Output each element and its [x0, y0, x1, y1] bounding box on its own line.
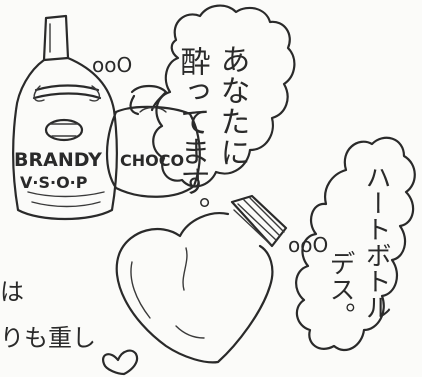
choco-label-text: CHOCO [120, 151, 184, 170]
bubble-left-line1: あなたに [215, 44, 250, 168]
brandy-grade-text: V·S·O·P [20, 173, 88, 192]
brandy-label-text: BRANDY [14, 149, 102, 171]
thought-bubble-right [295, 136, 416, 352]
heart-bottle [115, 194, 288, 364]
small-heart-doodle [102, 349, 139, 376]
thought-dots-left: ooO [92, 53, 132, 77]
bubble-right-line1: ハートボトル [361, 164, 391, 320]
thought-dots-right: ooO [288, 233, 328, 257]
margin-note-line2: りも重し [0, 324, 96, 352]
thought-bubble-left [152, 4, 296, 188]
margin-note-line1: は [0, 278, 24, 306]
bubble-right-line2: デス。 [325, 250, 355, 328]
brandy-bottle [12, 14, 118, 221]
bubble-left-line2: 酔ってます。 [175, 46, 210, 226]
